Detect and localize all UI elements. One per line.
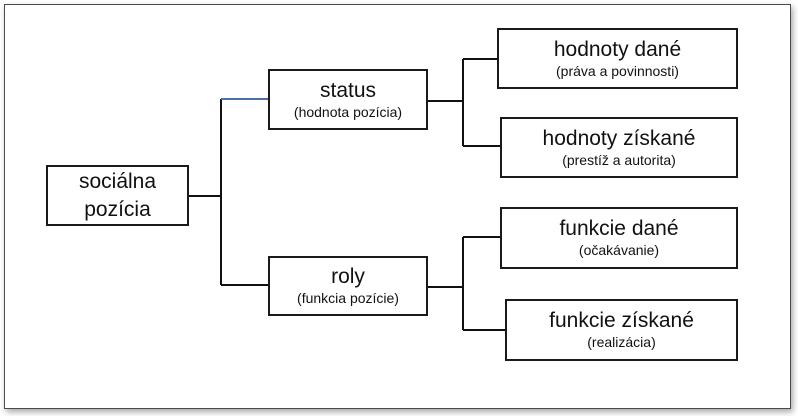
node-functions-given: funkcie dané (očakávanie) — [500, 207, 738, 269]
node-status-title: status — [319, 78, 377, 102]
node-functions-given-title: funkcie dané — [559, 217, 679, 240]
node-values-given-title: hodnoty dané — [553, 37, 682, 61]
node-functions-acquired: funkcie získané (realizácia) — [505, 299, 738, 361]
node-status-subtitle: (hodnota pozícia) — [293, 103, 403, 120]
node-social-position: sociálna pozícia — [46, 165, 189, 226]
node-values-given-subtitle: (práva a povinnosti) — [556, 62, 679, 79]
node-roles-subtitle: (funkcia pozície) — [297, 290, 399, 306]
node-functions-acquired-title: funkcie získané — [549, 309, 694, 332]
node-social-position-line2: pozícia — [84, 197, 151, 221]
node-functions-given-subtitle: (očakávanie) — [578, 242, 660, 258]
node-values-acquired-title: hodnoty získané — [542, 126, 696, 150]
node-functions-acquired-subtitle: (realizácia) — [587, 334, 656, 350]
node-roles-title: roly — [331, 265, 365, 288]
node-values-acquired: hodnoty získané (prestíž a autorita) — [500, 117, 738, 178]
node-values-acquired-subtitle: (prestíž a autorita) — [562, 151, 676, 168]
node-roles: roly (funkcia pozície) — [268, 256, 428, 316]
node-status: status (hodnota pozícia) — [268, 69, 428, 130]
node-values-given: hodnoty dané (práva a povinnosti) — [497, 28, 738, 89]
node-social-position-line1: sociálna — [78, 169, 157, 193]
